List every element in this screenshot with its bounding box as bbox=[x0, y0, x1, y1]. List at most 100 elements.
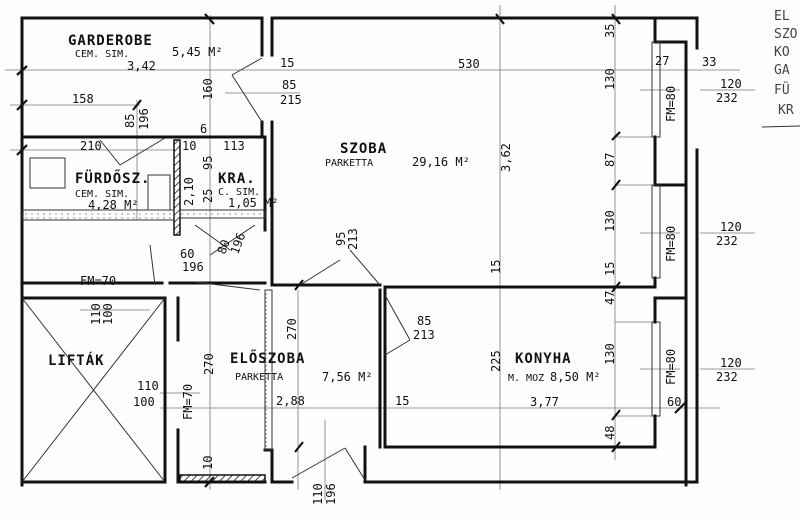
room-floor: PARKETTA bbox=[325, 158, 373, 169]
room-name: SZOBA bbox=[340, 141, 387, 157]
dim-label: 130 bbox=[603, 68, 617, 90]
room-area: 29,16 M² bbox=[412, 155, 470, 169]
dim-label: 10 bbox=[182, 139, 196, 153]
legend-text: EL bbox=[774, 9, 790, 24]
legend-fragments: EL SZO KO GA FÜ KR bbox=[761, 9, 800, 128]
room-floor: CEM. SIM. bbox=[75, 49, 129, 60]
dim-label: 196 bbox=[228, 231, 249, 256]
legend-text: KO bbox=[774, 45, 790, 60]
dim-label: 232 bbox=[716, 370, 738, 384]
dim-label: 15 bbox=[395, 394, 409, 408]
room-area: 7,56 M² bbox=[322, 370, 373, 384]
dim-label: FM=70 bbox=[80, 274, 116, 288]
door-swings bbox=[99, 57, 411, 481]
room-area: 1,05 M² bbox=[228, 196, 279, 210]
room-name: KRA. bbox=[218, 171, 256, 187]
walls bbox=[20, 16, 699, 487]
dim-label: 15 bbox=[489, 260, 503, 274]
dim-label: 80 bbox=[215, 238, 233, 256]
dim-label: FM=80 bbox=[664, 86, 678, 122]
dim-label: 130 bbox=[603, 210, 617, 232]
dim-label: 25 bbox=[201, 189, 215, 203]
legend-text: SZO bbox=[774, 27, 798, 42]
dim-label: 35 bbox=[603, 24, 617, 38]
dim-label: FM=80 bbox=[664, 349, 678, 385]
dotted-strip-bathroom bbox=[21, 209, 175, 221]
dim-label: 60 bbox=[180, 247, 194, 261]
dim-label: 3,42 bbox=[127, 59, 156, 73]
dimension-labels: 3,42 530 158 160 15 85 215 85 196 210 6 … bbox=[72, 24, 742, 505]
dim-label: 213 bbox=[346, 228, 360, 250]
dim-label: FM=70 bbox=[181, 384, 195, 420]
bathtub-fixture bbox=[29, 157, 66, 189]
dim-label: 15 bbox=[280, 56, 294, 70]
dim-label: 113 bbox=[223, 139, 245, 153]
legend-text: KR bbox=[778, 103, 794, 118]
room-name: KONYHA bbox=[515, 351, 572, 367]
dim-label: 27 bbox=[655, 54, 669, 68]
dim-label: 60 bbox=[667, 395, 681, 409]
dim-label: 196 bbox=[182, 260, 204, 274]
dim-label: 95 bbox=[334, 232, 348, 246]
lift-shaft bbox=[21, 297, 166, 483]
room-floor: C. SIM. bbox=[218, 187, 260, 198]
dim-label: 160 bbox=[201, 78, 215, 100]
dimension-ticks bbox=[16, 13, 686, 488]
dim-label: FM=80 bbox=[664, 226, 678, 262]
room-furdo: FÜRDŐSZ. CEM. SIM. 4,28 M² bbox=[75, 169, 150, 212]
room-szoba: SZOBA PARKETTA 29,16 M² bbox=[325, 141, 470, 169]
dim-label: 85 bbox=[282, 78, 296, 92]
dim-label: 213 bbox=[413, 328, 435, 342]
dim-label: 232 bbox=[716, 91, 738, 105]
dim-label: 225 bbox=[489, 350, 503, 372]
dim-label: 530 bbox=[458, 57, 480, 71]
dim-label: 10 bbox=[201, 456, 215, 470]
dim-label: 47 bbox=[603, 291, 617, 305]
dim-label: 120 bbox=[720, 220, 742, 234]
dim-label: 2,10 bbox=[182, 177, 196, 206]
dim-label: 196 bbox=[137, 108, 151, 130]
hatched-partition-bottom bbox=[179, 474, 266, 483]
dim-label: 158 bbox=[72, 92, 94, 106]
dim-label: 6 bbox=[200, 122, 207, 136]
dim-label: 270 bbox=[285, 318, 299, 340]
dim-label: 210 bbox=[80, 139, 102, 153]
dim-label: 120 bbox=[720, 356, 742, 370]
hatched-partition-bathroom bbox=[173, 139, 181, 236]
dim-label: 85 bbox=[123, 114, 137, 128]
dim-label: 85 bbox=[417, 314, 431, 328]
room-name: GARDEROBE bbox=[68, 33, 153, 49]
room-lift-label: LIFTÁK bbox=[48, 352, 105, 369]
dim-label: 3,77 bbox=[530, 395, 559, 409]
sink-fixture bbox=[147, 174, 171, 211]
dim-label: 110 bbox=[311, 483, 325, 505]
dim-label: 130 bbox=[603, 343, 617, 365]
room-konyha: KONYHA M. MOZ 8,50 M² bbox=[508, 351, 601, 384]
room-floor: CEM. SIM. bbox=[75, 189, 129, 200]
legend-text: FÜ bbox=[774, 81, 790, 98]
dim-label: 100 bbox=[133, 395, 155, 409]
room-floor: M. MOZ bbox=[508, 373, 544, 384]
dotted-partition-hall bbox=[264, 289, 273, 451]
dim-label: 110 bbox=[89, 303, 103, 325]
room-area: 5,45 M² bbox=[172, 45, 223, 59]
dim-label: 232 bbox=[716, 234, 738, 248]
dim-label: 87 bbox=[603, 153, 617, 167]
room-area: 4,28 M² bbox=[88, 198, 139, 212]
room-name: ELŐSZOBA bbox=[230, 349, 305, 367]
room-garderobe: GARDEROBE CEM. SIM. 5,45 M² bbox=[68, 33, 223, 60]
dim-label: 48 bbox=[603, 426, 617, 440]
room-name: FÜRDŐSZ. bbox=[75, 169, 150, 187]
dim-label: 15 bbox=[603, 262, 617, 276]
dim-label: 33 bbox=[702, 55, 716, 69]
legend-text: GA bbox=[774, 63, 790, 78]
dim-label: 196 bbox=[324, 483, 338, 505]
dotted-strip-pantry bbox=[179, 209, 266, 219]
dim-label: 270 bbox=[202, 353, 216, 375]
room-eloszoba: ELŐSZOBA PARKETTA 7,56 M² bbox=[230, 349, 373, 384]
dim-label: 110 bbox=[137, 379, 159, 393]
dim-label: 100 bbox=[101, 303, 115, 325]
dim-label: 2,88 bbox=[276, 394, 305, 408]
dim-label: 95 bbox=[201, 156, 215, 170]
